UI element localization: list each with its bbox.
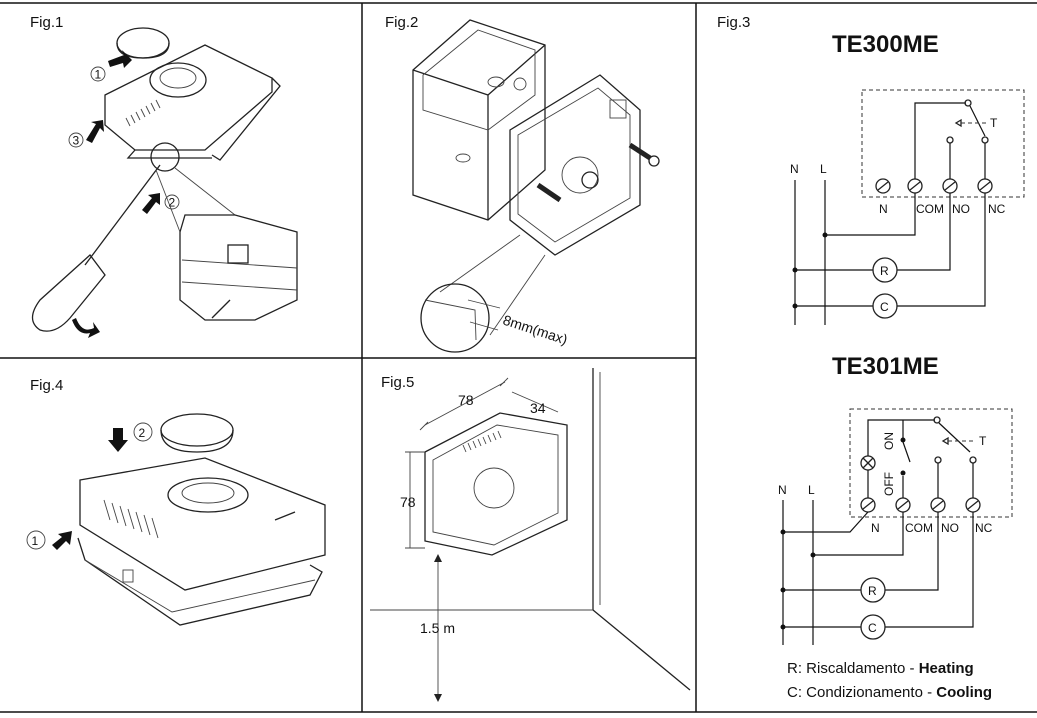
load-r-label: R [880,264,889,278]
vent-slots-5 [462,430,502,453]
thermostat-dashed-box [861,89,1025,198]
te301me-wiring-diagram: TE301ME N L N COM NO NC ON OFF [778,353,1013,645]
fig4-step-2-number: 2 [139,426,146,440]
figure-3: Fig.3 TE300ME N L N COM NO NC [717,14,1025,701]
terminal-nc-label: NC [988,202,1006,216]
thermostat-t-label: T [990,116,998,130]
fig1-label: Fig.1 [30,14,63,31]
legend-heating-it: R: Riscaldamento - [787,660,919,677]
heating-load-symbol-2 [860,577,886,603]
te300me-title: TE300ME [832,31,939,58]
figure-1: Fig.1 [30,14,298,338]
depth-dimension: 34 [530,400,546,416]
figure-4: Fig.4 2 1 [26,377,326,626]
thermostat-dashed-box-2 [849,408,1013,518]
figure-2: Fig.2 8mm [385,14,660,353]
legend-heating: R: Riscaldamento - Heating [787,660,974,677]
terminal-n-label-2: N [871,521,880,535]
gap-detail-magnifier: 8mm(max) [420,234,570,353]
switch-on-label: ON [882,432,896,450]
step-arrow-4-2: 2 [108,422,153,452]
rotate-arrow [72,318,100,338]
fig5-label: Fig.5 [381,374,414,391]
cover-assembly-illustration [77,413,326,626]
terminal-com-label: COM [916,202,944,216]
dimension-lines: 78 34 78 1.5 m [400,377,559,702]
wall-box-illustration [412,19,546,221]
thermostat-t-label-2: T [979,434,987,448]
terminal-com-label-2: COM [905,521,933,535]
vent-slots-4 [103,499,159,539]
step-arrow-4-1: 1 [26,530,72,550]
room-corner-illustration [370,368,691,691]
step-2-number: 2 [169,196,176,210]
thermostat-front-illustration [424,412,568,556]
mount-height-dimension: 1.5 m [420,620,455,636]
fig4-label: Fig.4 [30,377,63,394]
cooling-load-symbol [872,293,898,319]
switch-off-label: OFF [882,472,896,496]
step-3-number: 3 [73,134,80,148]
gap-measure: 8mm(max) [501,312,570,348]
step-arrow-2: 2 [142,193,180,214]
terminal-no-label: NO [952,202,970,216]
figure-5: Fig.5 78 34 78 [370,368,691,702]
legend-cooling: C: Condizionamento - Cooling [787,684,992,701]
height-dimension: 78 [400,494,416,510]
supply-l-label-2: L [808,483,815,497]
load-r-label-2: R [868,584,877,598]
step-1-number: 1 [95,68,102,82]
terminal-screws-2 [860,497,981,513]
screw-icon-right [628,142,660,167]
load-c-label-2: C [868,621,877,635]
fig2-label: Fig.2 [385,14,418,31]
terminal-n-label: N [879,202,888,216]
width-dimension: 78 [458,392,474,408]
load-c-label: C [880,300,889,314]
legend-cooling-en: Cooling [936,684,992,701]
step-arrow-1: 1 [90,50,132,82]
fig3-label: Fig.3 [717,14,750,31]
supply-l-label: L [820,162,827,176]
screw-icon-left [536,182,562,203]
supply-n-label-2: N [778,483,787,497]
step-arrow-3: 3 [68,120,104,148]
te300me-wiring-diagram: TE300ME N L N COM NO NC [790,31,1025,325]
fig4-step-1-number: 1 [32,534,39,548]
load-legend: R: Riscaldamento - Heating C: Condiziona… [787,660,992,701]
legend-cooling-it: C: Condizionamento - [787,684,936,701]
supply-n-label: N [790,162,799,176]
vent-slots [125,99,161,127]
heating-load-symbol [872,257,898,283]
legend-heating-en: Heating [919,660,974,677]
terminal-no-label-2: NO [941,521,959,535]
cooling-load-symbol-2 [860,614,886,640]
thermostat-base-illustration [509,74,641,256]
thermostat-cover-illustration [31,27,298,332]
te301me-title: TE301ME [832,353,939,380]
terminal-nc-label-2: NC [975,521,993,535]
terminal-screws [875,178,993,194]
